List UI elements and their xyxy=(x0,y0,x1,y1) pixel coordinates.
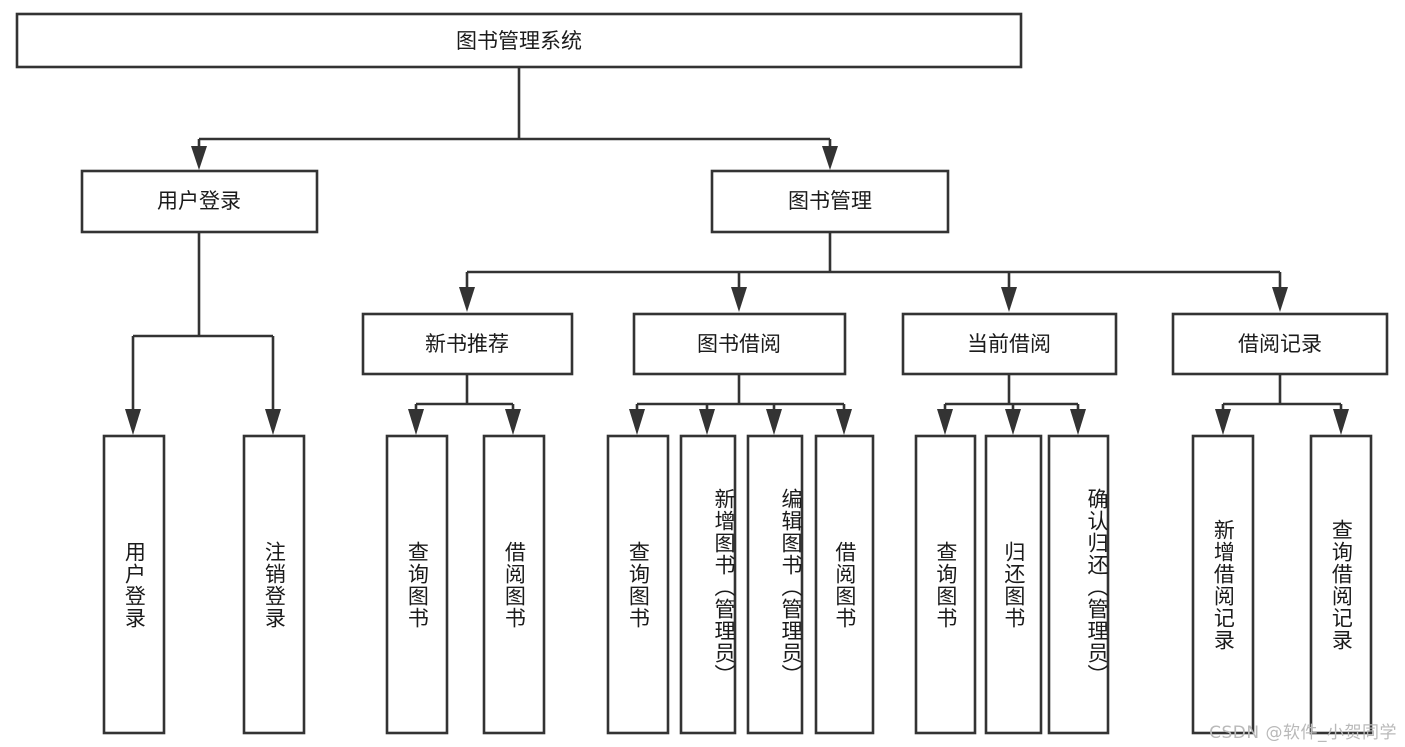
arrow-head-borrow-record xyxy=(1272,287,1288,312)
node-leaf-logout-box[interactable] xyxy=(242,434,306,735)
node-root-box[interactable] xyxy=(15,12,1023,69)
arrow-head-leaf-borrow-book-2 xyxy=(836,409,852,435)
arrow-head-current-borrow xyxy=(1001,287,1017,312)
node-new-book-recommend[interactable]: 新书推荐 xyxy=(361,312,574,376)
node-leaf-edit-book-box[interactable] xyxy=(746,434,804,735)
node-book-manage-box[interactable] xyxy=(710,169,950,234)
arrow-head-book-borrow xyxy=(731,287,747,312)
node-leaf-query-record-box[interactable] xyxy=(1309,434,1373,735)
connector-group-user-login xyxy=(125,232,281,435)
node-user-login-box[interactable] xyxy=(80,169,319,234)
arrow-head-leaf-query-book-1 xyxy=(408,409,424,435)
node-current-borrow-box[interactable] xyxy=(901,312,1118,376)
node-leaf-user-login-box[interactable] xyxy=(102,434,166,735)
node-leaf-return-book-box[interactable] xyxy=(984,434,1043,735)
arrow-head-user-login xyxy=(191,146,207,170)
arrow-head-leaf-return-book xyxy=(1005,409,1021,435)
arrow-head-book-manage xyxy=(822,146,838,170)
arrow-head-leaf-logout xyxy=(265,409,281,435)
node-leaf-borrow-book-2-box[interactable] xyxy=(814,434,875,735)
node-current-borrow-label: 当前借阅 xyxy=(967,332,1051,356)
arrow-head-leaf-query-record xyxy=(1333,409,1349,435)
arrow-head-leaf-add-book xyxy=(699,409,715,435)
node-leaf-query-book-2-box[interactable] xyxy=(606,434,670,735)
connector-group-new-book-recommend xyxy=(408,374,521,435)
node-book-manage[interactable]: 图书管理 xyxy=(710,169,950,234)
connector-group-book-borrow xyxy=(629,374,852,435)
node-leaf-confirm-return-box[interactable] xyxy=(1047,434,1110,735)
arrow-head-new-book-recommend xyxy=(459,287,475,312)
node-root[interactable]: 图书管理系统 xyxy=(15,12,1023,69)
node-borrow-record[interactable]: 借阅记录 xyxy=(1171,312,1389,376)
node-user-login-label: 用户登录 xyxy=(157,189,241,213)
node-leaf-add-book-box[interactable] xyxy=(679,434,737,735)
node-root-label: 图书管理系统 xyxy=(456,29,582,53)
connector-group-current-borrow xyxy=(937,374,1086,435)
node-leaf-query-book-1-box[interactable] xyxy=(385,434,449,735)
node-leaf-borrow-book-1-box[interactable] xyxy=(482,434,546,735)
csdn-watermark: CSDN @软件_小贺同学 xyxy=(1209,723,1397,743)
node-leaf-add-record-box[interactable] xyxy=(1191,434,1255,735)
arrow-head-leaf-confirm-return xyxy=(1070,409,1086,435)
node-borrow-record-box[interactable] xyxy=(1171,312,1389,376)
node-new-book-recommend-box[interactable] xyxy=(361,312,574,376)
connector-group-root xyxy=(191,67,838,170)
node-current-borrow[interactable]: 当前借阅 xyxy=(901,312,1118,376)
node-book-borrow-box[interactable] xyxy=(632,312,847,376)
node-leaf-query-book-3-box[interactable] xyxy=(914,434,977,735)
arrow-head-leaf-query-book-2 xyxy=(629,409,645,435)
node-book-borrow-label: 图书借阅 xyxy=(697,332,781,356)
arrow-head-leaf-edit-book xyxy=(766,409,782,435)
node-new-book-recommend-label: 新书推荐 xyxy=(425,332,509,356)
node-borrow-record-label: 借阅记录 xyxy=(1238,332,1322,356)
arrow-head-leaf-add-record xyxy=(1215,409,1231,435)
connector-group-borrow-record xyxy=(1215,374,1349,435)
node-book-manage-label: 图书管理 xyxy=(788,189,872,213)
node-user-login[interactable]: 用户登录 xyxy=(80,169,319,234)
node-book-borrow[interactable]: 图书借阅 xyxy=(632,312,847,376)
connector-group-book-manage xyxy=(459,232,1288,312)
arrow-head-leaf-user-login xyxy=(125,409,141,435)
arrow-head-leaf-query-book-3 xyxy=(937,409,953,435)
arrow-head-leaf-borrow-book-1 xyxy=(505,409,521,435)
